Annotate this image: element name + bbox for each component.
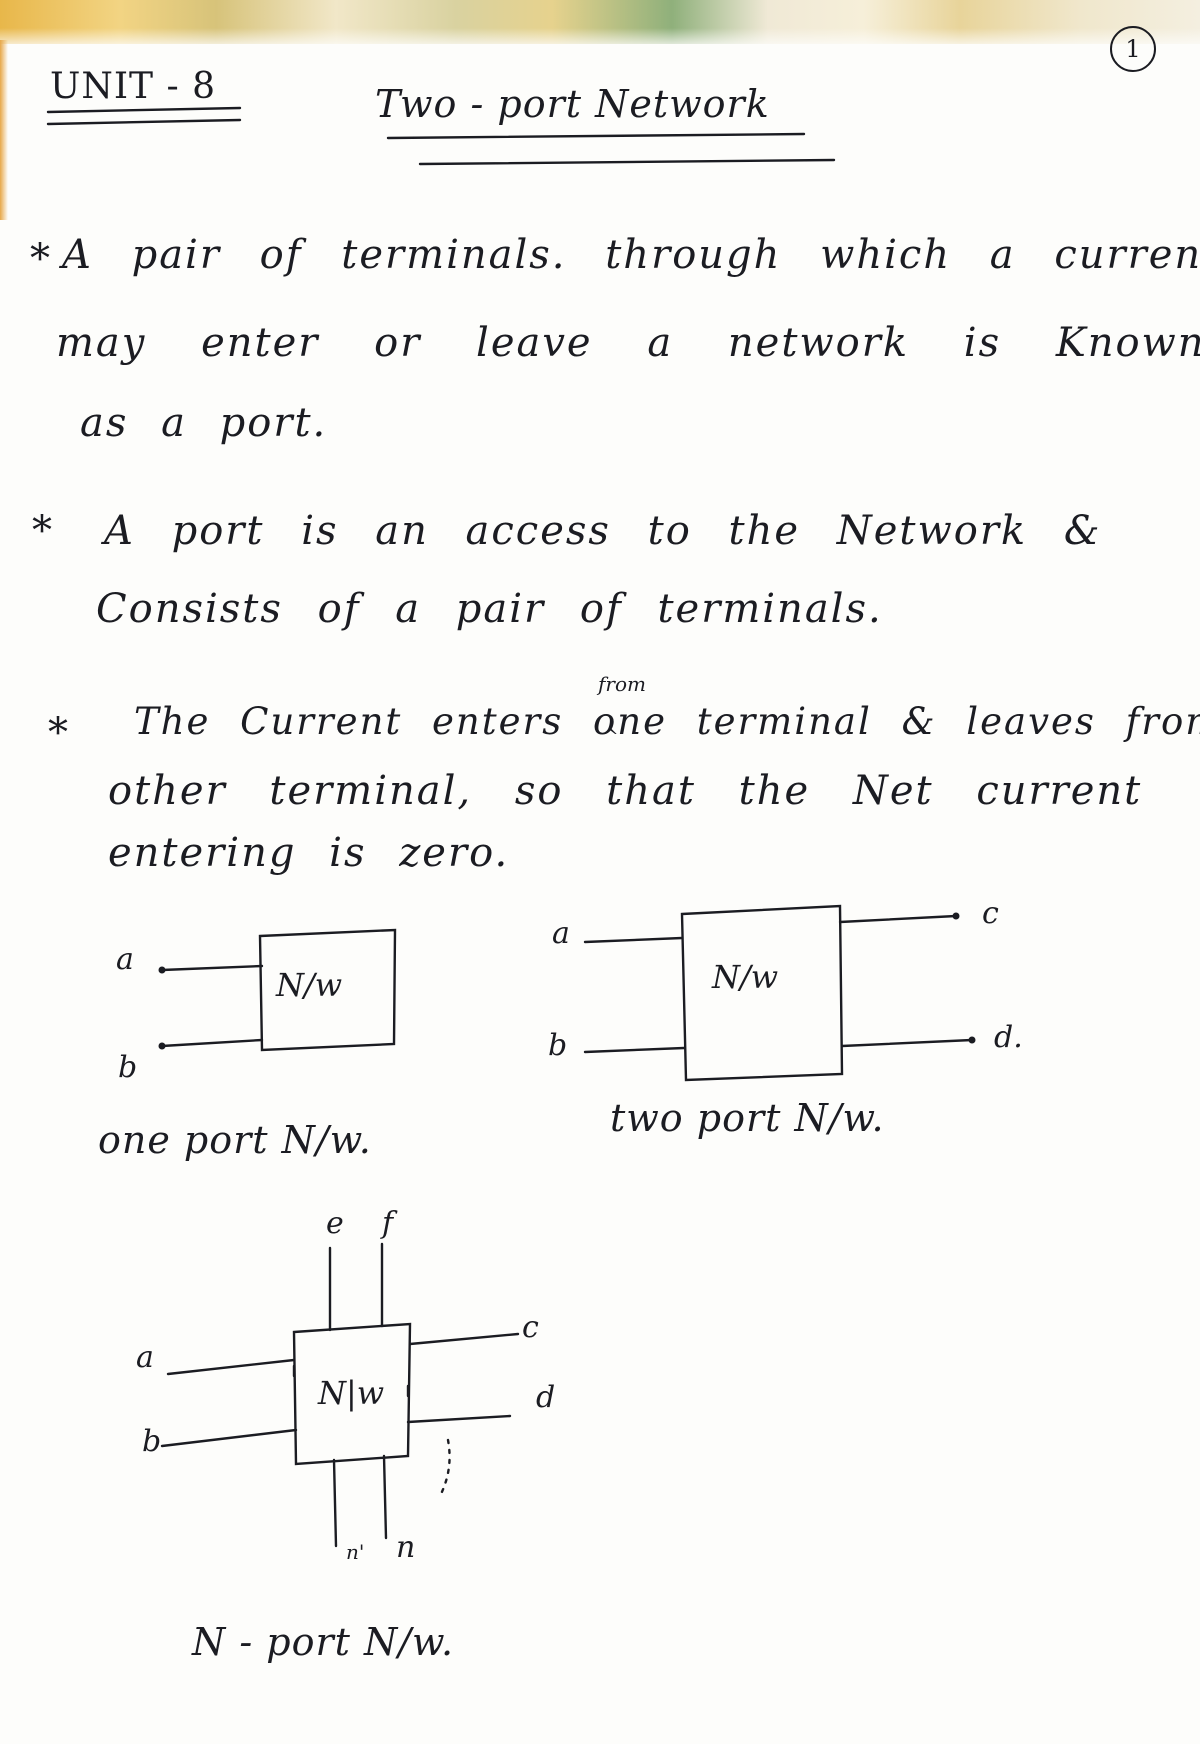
two-port-lead-a [583, 936, 684, 944]
two-port-lead-c [838, 914, 958, 924]
n-port-terminal-n: n [396, 1530, 416, 1565]
point-2-line-2: Consists of a pair of terminals. [96, 586, 883, 632]
two-port-terminal-c: c [982, 896, 999, 931]
strip-fade [0, 28, 1200, 50]
n-port-terminal-n-prime: n' [346, 1540, 365, 1564]
two-port-diagram [583, 904, 976, 1082]
two-port-node-c [952, 912, 960, 920]
point-3-line-2: other terminal, so that the Net current [108, 768, 1143, 814]
title-underline-2 [418, 158, 836, 166]
bullet-2: * [32, 508, 54, 554]
point-1-line-2: may enter or leave a network is Known [56, 320, 1200, 366]
one-port-diagram [158, 928, 397, 1052]
insert-caret: ^ [602, 724, 619, 748]
page-title: Two - port Network [375, 82, 770, 126]
one-port-node-b [158, 1042, 166, 1050]
n-port-terminal-d: d [536, 1380, 556, 1415]
two-port-terminal-b: b [548, 1028, 568, 1063]
point-2-line-1: A port is an access to the Network & [104, 508, 1102, 554]
n-port-box [292, 1322, 412, 1466]
n-port-lead-a [166, 1358, 296, 1376]
n-port-terminal-e: e [326, 1206, 344, 1241]
bullet-3: * [48, 710, 70, 756]
n-port-box-label: N|w [318, 1374, 385, 1412]
bullet-1: * [30, 236, 52, 282]
two-port-lead-b [583, 1046, 686, 1054]
one-port-lead-b [160, 1038, 264, 1048]
unit-heading: UNIT - 8 [50, 66, 217, 107]
n-port-terminal-c: c [522, 1310, 539, 1345]
point-3-line-3: entering is zero. [108, 830, 510, 876]
two-port-terminal-d: d. [994, 1020, 1023, 1055]
n-port-lead-c [408, 1332, 520, 1346]
two-port-terminal-a: a [552, 916, 570, 951]
n-port-caption: N - port N/w. [192, 1620, 455, 1664]
two-port-lead-d [840, 1038, 974, 1048]
title-underline-1 [386, 132, 806, 140]
n-port-dotted-continuation [438, 1438, 451, 1498]
unit-underline-2 [46, 118, 242, 126]
n-port-lead-b [160, 1428, 298, 1448]
two-port-box-label: N/w [712, 958, 779, 996]
n-port-lead-n-prime [332, 1458, 338, 1548]
one-port-node-a [158, 966, 166, 974]
two-port-caption: two port N/w. [610, 1096, 885, 1140]
n-port-terminal-f: f [382, 1206, 394, 1241]
one-port-caption: one port N/w. [98, 1118, 372, 1162]
insert-from: from [598, 672, 646, 696]
one-port-box [258, 928, 397, 1052]
n-port-lead-n [382, 1454, 388, 1540]
one-port-box-label: N/w [276, 966, 343, 1004]
point-1-line-3: as a port. [80, 400, 328, 446]
point-1-line-1: A pair of terminals. through which a cur… [62, 232, 1200, 278]
n-port-terminal-b: b [142, 1424, 162, 1459]
one-port-lead-a [160, 964, 264, 972]
two-port-box [680, 904, 844, 1082]
page-number: 1 [1110, 26, 1156, 72]
two-port-node-d [968, 1036, 976, 1044]
unit-underline-1 [46, 106, 242, 114]
page-edge-shadow [0, 40, 8, 220]
one-port-terminal-b: b [118, 1050, 138, 1085]
n-port-terminal-a: a [136, 1340, 154, 1375]
n-port-diagram [160, 1242, 520, 1548]
one-port-terminal-a: a [116, 942, 134, 977]
point-3-line-1: The Current enters one terminal & leaves… [134, 700, 1200, 743]
n-port-lead-d [406, 1414, 512, 1424]
